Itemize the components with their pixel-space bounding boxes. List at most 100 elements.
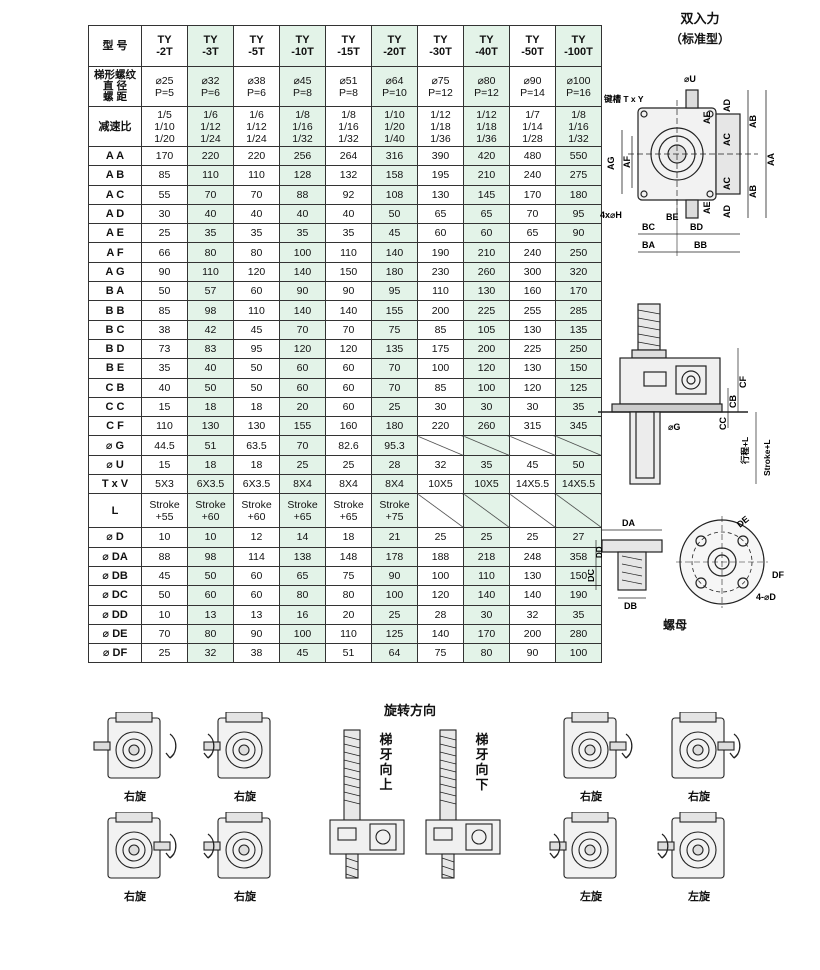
dim-cell: 50 [187, 377, 234, 398]
dim-cell: 358 [555, 546, 602, 567]
dim-cell: 6X3.5 [233, 474, 280, 495]
cell-line: 1/6 [203, 108, 218, 121]
nut-hole-2 [737, 535, 749, 547]
diagram2-drawing: CF CB CC ⌀G 行程+L Stroke+L [598, 303, 772, 485]
dim-cell: 105 [463, 319, 510, 340]
dim-row-label: L [88, 493, 142, 529]
dim-cell: 218 [463, 546, 510, 567]
dim-cell: 50 [187, 565, 234, 587]
dim-cell: 190 [417, 242, 464, 263]
dim-cell: 110 [187, 165, 234, 186]
dim-cc: CC [718, 417, 728, 430]
dim-cell: 138 [279, 546, 326, 567]
dim-cell: 92 [325, 184, 372, 205]
dim-row-label: A E [88, 223, 142, 244]
rotation-caption: 右旋 [124, 791, 146, 803]
dim-stroke-cn: 行程+L [740, 437, 750, 465]
dim-cell: 130 [417, 184, 464, 205]
dim-cell: 18 [187, 454, 234, 476]
dim-cell: 135 [371, 338, 418, 360]
dim-cell: 150 [325, 261, 372, 283]
screw-down-label: 梯牙向下 [474, 732, 490, 792]
gearbox-side-body [619, 357, 721, 405]
dim-cell: 73 [141, 338, 188, 360]
cell-line: -100T [564, 46, 593, 58]
dim-cell: 195 [417, 165, 464, 186]
dim-cell: 155 [279, 416, 326, 437]
dim-cell: 248 [509, 546, 556, 567]
dim-ae-top: AE [702, 111, 712, 124]
dim-cell: 100 [279, 623, 326, 645]
cell-line: P=5 [155, 86, 174, 99]
cell-line: P=8 [339, 86, 358, 99]
dim-row-label: ⌀ U [88, 454, 142, 476]
cell-line: P=12 [474, 86, 499, 99]
dim-cell: 65 [509, 223, 556, 244]
dim-cell: 220 [417, 416, 464, 437]
dim-cell: 98 [187, 300, 234, 321]
screw-up-label: 梯牙向上 [378, 732, 394, 792]
rotation-caption: 左旋 [580, 891, 602, 903]
dim-cell: 90 [325, 281, 372, 302]
dim-row-label: A C [88, 184, 142, 205]
cell-line: 1/8 [341, 108, 356, 121]
diagram1-subtitle: （标准型） [669, 32, 730, 46]
dim-cell: 80 [463, 643, 510, 664]
dim-cell: 100 [555, 643, 602, 664]
rotation-caption: 右旋 [580, 791, 602, 803]
dim-cell: 10 [187, 527, 234, 548]
cell-line: -2T [156, 46, 173, 58]
dim-cell: 50 [371, 203, 418, 225]
dim-cell: 18 [187, 396, 234, 418]
stack-char: 向 [475, 762, 489, 777]
cell-line: 1/12 [430, 108, 451, 121]
dim-cell: 75 [325, 565, 372, 587]
dim-ac-top: AC [722, 133, 732, 146]
dim-cell: 25 [371, 604, 418, 625]
dim-cell: 83 [187, 338, 234, 360]
dim-cell: 130 [509, 358, 556, 379]
dim-be: BE [666, 212, 679, 222]
stack-char: 上 [379, 777, 393, 792]
dim-cell: 60 [463, 223, 510, 244]
dim-cell: 51 [325, 643, 372, 664]
dim-cell: 108 [371, 184, 418, 205]
dim-row-label: ⌀ DE [88, 623, 142, 645]
dim-cell: 60 [279, 358, 326, 379]
dim-cell: 35 [325, 223, 372, 244]
dim-cell: 30 [509, 396, 556, 418]
model-header: TY-20T [371, 25, 418, 67]
dim-cell: 32 [187, 643, 234, 664]
dim-cell: 25 [325, 454, 372, 476]
dim-g: ⌀G [668, 422, 680, 432]
dim-cell: 140 [371, 242, 418, 263]
cell-line: TY [387, 34, 402, 46]
dim-cell-empty [555, 493, 602, 529]
dim-cell: 70 [141, 623, 188, 645]
dim-cell: 110 [417, 281, 464, 302]
dim-cell: 60 [325, 396, 372, 418]
dim-cell: 30 [417, 396, 464, 418]
dim-cell: 90 [555, 223, 602, 244]
dim-cell: 21 [371, 527, 418, 548]
dim-cell: 63.5 [233, 435, 280, 456]
dim-ba: BA [642, 240, 655, 250]
dim-cell: 13 [233, 604, 280, 625]
dim-cell: 10 [141, 527, 188, 548]
model-header: TY-2T [141, 25, 188, 67]
dim-cell: 100 [463, 377, 510, 398]
nut-hole-3 [695, 577, 707, 589]
dim-cell: 95 [233, 338, 280, 360]
cell-line: P=12 [428, 86, 453, 99]
